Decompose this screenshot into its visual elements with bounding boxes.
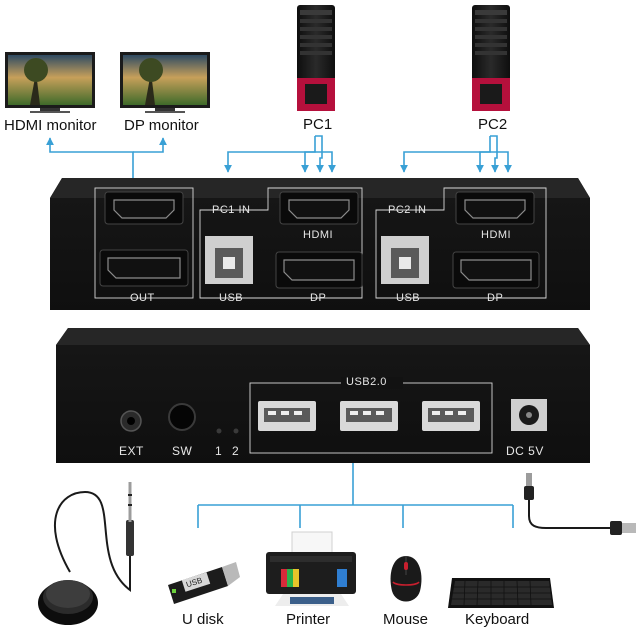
printer-icon	[266, 531, 356, 606]
led-icon	[233, 428, 239, 434]
hdmi-port-icon	[455, 191, 535, 225]
front-panel	[50, 178, 590, 310]
led-icon	[216, 428, 222, 434]
hdmi-monitor-label: HDMI monitor	[4, 117, 97, 134]
mouse-icon	[390, 556, 422, 602]
led-2-label: 2	[232, 444, 240, 458]
usb-a-port-icon	[258, 401, 316, 431]
usb-drive-icon	[168, 562, 240, 604]
usb-a-port-icon	[340, 401, 398, 431]
displayport-port-icon	[99, 249, 189, 287]
push-button-icon	[168, 403, 196, 431]
displayport-port-icon	[452, 251, 540, 289]
rear-panel	[56, 328, 590, 463]
pc2-dp-label: DP	[487, 292, 504, 304]
usb-cable-icon	[524, 473, 636, 535]
dc-label: DC 5V	[506, 444, 544, 458]
pc1-dp-label: DP	[310, 292, 327, 304]
connection-lines-top	[46, 135, 512, 178]
usb-b-port-icon	[381, 236, 429, 284]
keyboard-label: Keyboard	[465, 611, 530, 628]
connection-lines-bottom	[197, 463, 514, 528]
u-disk-label: U disk	[182, 611, 224, 628]
pc-tower-icon	[297, 5, 335, 111]
keyboard-icon	[448, 578, 554, 608]
pc2-in-label: PC2 IN	[388, 204, 427, 216]
pc1-in-label: PC1 IN	[212, 204, 251, 216]
sw-label: SW	[172, 444, 193, 458]
dp-monitor-label: DP monitor	[124, 117, 199, 134]
hdmi-port-icon	[104, 191, 184, 225]
printer-label: Printer	[286, 611, 331, 628]
mouse-label: Mouse	[383, 611, 429, 628]
displayport-port-icon	[275, 251, 363, 289]
led-1-label: 1	[215, 444, 223, 458]
pc1-label: PC1	[303, 116, 333, 133]
pc-tower-icon	[472, 5, 510, 111]
pc1-usb-label: USB	[219, 292, 244, 304]
pc2-hdmi-label: HDMI	[481, 229, 512, 241]
hdmi-monitor-icon	[5, 52, 95, 113]
usb-b-port-icon	[205, 236, 253, 284]
usb2-label: USB2.0	[346, 376, 387, 388]
pc2-usb-label: USB	[396, 292, 421, 304]
ext-label: EXT	[119, 444, 144, 458]
out-label: OUT	[130, 292, 155, 304]
pc2-label: PC2	[478, 116, 508, 133]
dp-monitor-icon	[120, 52, 210, 113]
audio-jack-icon	[120, 410, 142, 432]
usb-a-port-icon	[422, 401, 480, 431]
pc1-hdmi-label: HDMI	[303, 229, 334, 241]
dc-jack-icon	[511, 399, 547, 431]
hdmi-port-icon	[279, 191, 359, 225]
remote-switch-icon	[38, 482, 134, 625]
